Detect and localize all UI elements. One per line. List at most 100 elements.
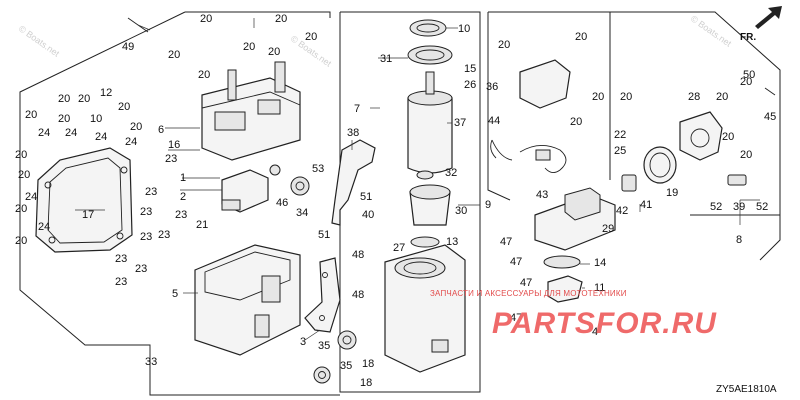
callout-label: 11 bbox=[594, 282, 605, 294]
callout-label: 8 bbox=[736, 234, 742, 246]
tank-body-9 bbox=[384, 244, 466, 373]
callout-label: 23 bbox=[140, 231, 152, 243]
callout-label: 47 bbox=[500, 236, 512, 248]
filter-30 bbox=[409, 184, 451, 226]
pump-29 bbox=[534, 187, 616, 251]
callout-label: 20 bbox=[168, 49, 180, 61]
callout-label: 20 bbox=[722, 131, 734, 143]
callout-label: 45 bbox=[764, 111, 776, 123]
callout-label: 20 bbox=[592, 91, 604, 103]
assembly-frame bbox=[19, 11, 781, 396]
callout-label: 20 bbox=[18, 169, 30, 181]
callout-label: 43 bbox=[536, 189, 548, 201]
gear-34 bbox=[290, 176, 310, 196]
callout-label: 20 bbox=[740, 76, 752, 88]
callout-label: 20 bbox=[130, 121, 142, 133]
callout-label: 50 bbox=[743, 69, 755, 81]
callout-label: 23 bbox=[158, 229, 170, 241]
callout-label: 20 bbox=[15, 149, 27, 161]
callout-label: 17 bbox=[82, 209, 94, 221]
callout-label: 22 bbox=[614, 129, 626, 141]
ring-32 bbox=[416, 170, 434, 180]
callout-label: 20 bbox=[58, 93, 70, 105]
callout-label: 23 bbox=[135, 263, 147, 275]
watermark: © Boats.net bbox=[17, 23, 62, 59]
ring-31 bbox=[407, 45, 453, 65]
callout-label: 51 bbox=[318, 229, 330, 241]
callout-label: 20 bbox=[25, 109, 37, 121]
callout-label: 36 bbox=[486, 81, 498, 93]
callout-label: 35 bbox=[318, 340, 330, 352]
callout-label: 20 bbox=[15, 203, 27, 215]
filter-19 bbox=[643, 146, 677, 184]
callout-label: 48 bbox=[352, 289, 364, 301]
shop-note: ЗАПЧАСТИ И АКСЕССУАРЫ ДЛЯ МОТОТЕХНИКИ bbox=[430, 289, 627, 298]
callout-label: 19 bbox=[666, 187, 678, 199]
callout-label: 35 bbox=[340, 360, 352, 372]
callout-label: 51 bbox=[360, 191, 372, 203]
callout-label: 53 bbox=[312, 163, 324, 175]
callout-label: 49 bbox=[122, 41, 134, 53]
callout-label: 47 bbox=[510, 256, 522, 268]
callout-label: 32 bbox=[445, 167, 457, 179]
callout-label: 18 bbox=[362, 358, 374, 370]
callout-label: 23 bbox=[140, 206, 152, 218]
callout-label: 23 bbox=[115, 253, 127, 265]
callout-label: 15 bbox=[464, 63, 476, 75]
callout-label: 7 bbox=[354, 103, 360, 115]
callout-label: 47 bbox=[510, 312, 522, 324]
callout-label: 44 bbox=[488, 115, 500, 127]
callout-label: 20 bbox=[275, 13, 287, 25]
gear-46 bbox=[269, 164, 281, 176]
leader-lines bbox=[75, 18, 760, 360]
callout-label: 40 bbox=[362, 209, 374, 221]
callout-label: 4 bbox=[592, 326, 598, 338]
callout-label: 20 bbox=[15, 235, 27, 247]
callout-label: 52 bbox=[710, 201, 722, 213]
callout-label: 5 bbox=[172, 288, 178, 300]
callout-label: 20 bbox=[570, 116, 582, 128]
callout-label: 24 bbox=[65, 127, 77, 139]
callout-label: 12 bbox=[100, 87, 112, 99]
bracket-36 bbox=[519, 59, 571, 109]
callout-label: 3 bbox=[300, 336, 306, 348]
callout-label: 27 bbox=[393, 242, 405, 254]
spring-42 bbox=[621, 174, 637, 192]
callout-label: 20 bbox=[268, 46, 280, 58]
gasket-14 bbox=[543, 255, 581, 269]
callout-label: 31 bbox=[380, 53, 392, 65]
callout-label: 42 bbox=[616, 205, 628, 217]
callout-label: 24 bbox=[125, 136, 137, 148]
callout-labels: 49 20 20 20 20 20 20 20 6 20 20 12 20 24… bbox=[15, 13, 776, 389]
bolt-45 bbox=[764, 87, 776, 96]
callout-label: 34 bbox=[296, 207, 308, 219]
callout-label: 18 bbox=[360, 377, 372, 389]
callout-label: 21 bbox=[196, 219, 208, 231]
callout-label: 10 bbox=[458, 23, 470, 35]
callout-label: 39 bbox=[733, 201, 745, 213]
callout-label: 24 bbox=[38, 221, 50, 233]
callout-label: 48 bbox=[352, 249, 364, 261]
hose-44 bbox=[490, 139, 513, 161]
callout-label: 33 bbox=[145, 356, 157, 368]
callout-label: 29 bbox=[602, 223, 614, 235]
fitting-39 bbox=[727, 174, 747, 186]
callout-label: 30 bbox=[455, 205, 467, 217]
callout-label: 20 bbox=[58, 113, 70, 125]
callout-label: 41 bbox=[640, 199, 652, 211]
callout-label: 6 bbox=[158, 124, 164, 136]
harness-43 bbox=[519, 145, 567, 173]
callout-label: 20 bbox=[620, 91, 632, 103]
callout-label: 23 bbox=[175, 209, 187, 221]
callout-label: 25 bbox=[614, 145, 626, 157]
callout-label: 20 bbox=[575, 31, 587, 43]
callout-label: 47 bbox=[520, 277, 532, 289]
module-2 bbox=[221, 169, 269, 213]
gear-35a bbox=[337, 330, 357, 350]
bracket-38 bbox=[331, 139, 376, 226]
callout-label: 9 bbox=[485, 199, 491, 211]
callout-label: 20 bbox=[198, 69, 210, 81]
callout-label: 26 bbox=[464, 79, 476, 91]
seal-13 bbox=[410, 236, 440, 248]
bracket-3 bbox=[304, 257, 341, 333]
